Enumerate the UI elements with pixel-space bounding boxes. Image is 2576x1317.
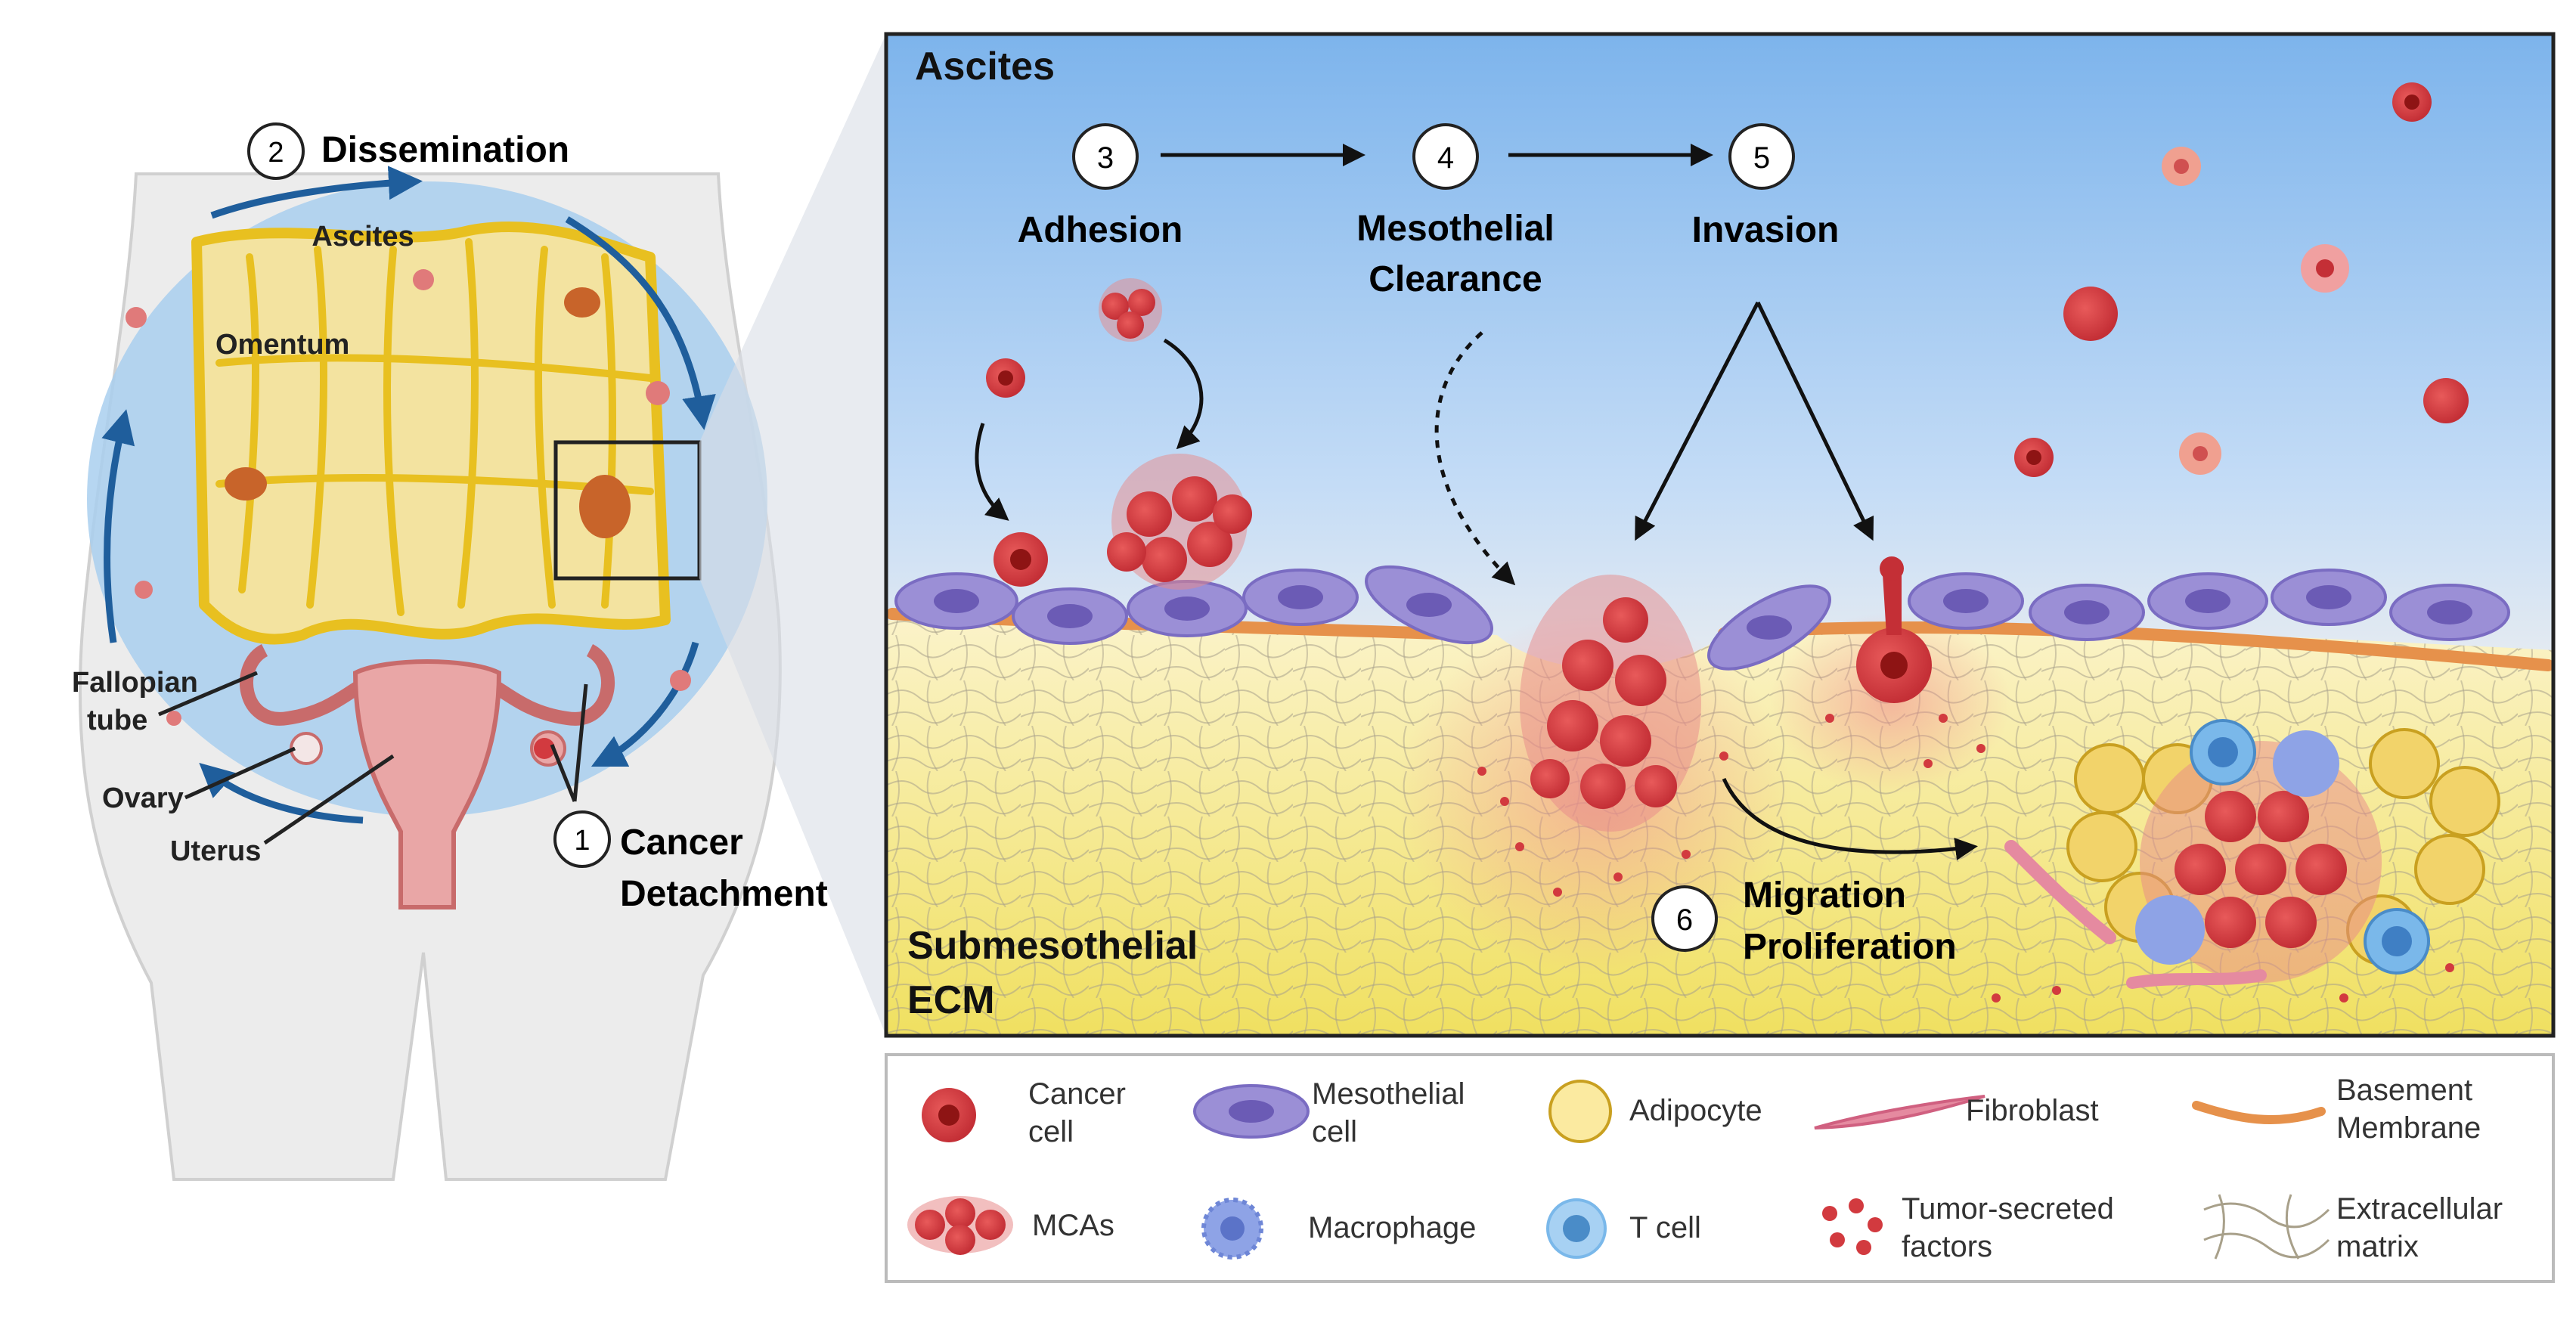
legend: Cancer cell Mesothelial cell Adipocyte F… [885, 1053, 2555, 1283]
mesothelial-cell-icon [1193, 1084, 1310, 1139]
legend-label: MCAs [1032, 1209, 1114, 1242]
step-6-label-2: Proliferation [1743, 927, 1957, 967]
legend-label: Extracellular [2336, 1192, 2503, 1226]
dissemination-arrows [101, 166, 716, 824]
legend-item-mesothelial-cell: Mesothelial cell [1193, 1077, 1465, 1148]
step-4-number: 4 [1437, 141, 1454, 175]
step-6-badge [1651, 885, 1718, 952]
ecm-label-1: Submesothelial [907, 924, 1198, 968]
legend-label: Basement [2336, 1074, 2472, 1107]
omentum-label: Omentum [215, 329, 349, 361]
step-3-label: Adhesion [1018, 210, 1183, 250]
fallopian-tube-label-1: Fallopian [72, 667, 198, 699]
omentum-vessels [215, 238, 654, 616]
legend-item-tumor-secreted-factors: Tumor-secreted factors [1822, 1192, 2114, 1263]
legend-label: cell [1028, 1115, 1074, 1148]
process-arrows [975, 144, 1978, 860]
step-3-badge [1072, 123, 1139, 190]
mcas-icon [907, 1196, 1013, 1255]
cancer-cell-icon [922, 1088, 976, 1142]
anatomy-pointers [158, 671, 588, 845]
cancer-detachment-label-2: Detachment [620, 874, 828, 914]
ovary-label: Ovary [102, 782, 184, 814]
legend-label: matrix [2336, 1230, 2419, 1263]
step-5-number: 5 [1753, 141, 1770, 175]
extracellular-matrix-icon [2203, 1194, 2330, 1260]
legend-box [885, 1053, 2555, 1283]
step-4-label-2: Clearance [1369, 259, 1542, 299]
step-4-badge [1412, 123, 1479, 190]
legend-label: Adipocyte [1629, 1094, 1762, 1127]
legend-label: T cell [1629, 1211, 1701, 1244]
fibroblast-icon [1814, 1095, 1985, 1130]
step-1-badge [553, 810, 611, 868]
legend-label: Fibroblast [1966, 1094, 2099, 1127]
legend-label: Tumor-secreted [1902, 1192, 2114, 1226]
legend-item-macrophage: Macrophage [1201, 1198, 1476, 1260]
omentum-tumor [564, 287, 600, 318]
uterus-drawing [240, 643, 615, 910]
tumor-secreted-factors-icon [1822, 1198, 1883, 1255]
omentum-tumor [225, 467, 267, 500]
step-2-badge [247, 122, 305, 180]
legend-label: Membrane [2336, 1111, 2481, 1145]
step-5-label: Invasion [1692, 210, 1840, 250]
step-3-number: 3 [1097, 141, 1114, 175]
step-6-number: 6 [1676, 903, 1693, 937]
left-panel: 2 Dissemination Ascites Omentum Fallopia… [72, 34, 886, 1181]
legend-item-adipocyte: Adipocyte [1548, 1080, 1762, 1143]
step-5-badge [1728, 123, 1795, 190]
omentum-tumor [579, 475, 631, 538]
mesothelial-layer [894, 565, 2510, 671]
cancer-cells [986, 82, 2469, 832]
adipocyte-icon [1548, 1080, 1612, 1143]
main-ascites-label: Ascites [915, 45, 1055, 88]
basement-membrane-icon [2192, 1101, 2326, 1124]
step-1-number: 1 [574, 825, 590, 857]
invasion-glow [1769, 612, 2011, 794]
legend-item-basement-membrane: Basement Membrane [2192, 1074, 2481, 1145]
step-6-label-1: Migration [1743, 875, 1906, 916]
macrophage-icon [1201, 1198, 1263, 1260]
legend-label: cell [1312, 1115, 1357, 1148]
metastasis-niche [2004, 719, 2500, 989]
ascites-cells [126, 269, 691, 726]
legend-label: factors [1902, 1230, 1992, 1263]
main-panel-border [884, 32, 2556, 1038]
legend-item-mcas: MCAs [907, 1196, 1114, 1255]
legend-label: Mesothelial [1312, 1077, 1465, 1111]
fallopian-tube-label-2: tube [87, 705, 147, 736]
uterus-label: Uterus [170, 835, 261, 867]
ecm-label-2: ECM [907, 978, 995, 1022]
step-2-number: 2 [268, 137, 284, 169]
t-cell-icon [1546, 1198, 1607, 1259]
legend-item-fibroblast: Fibroblast [1814, 1094, 2099, 1130]
legend-item-extracellular-matrix: Extracellular matrix [2203, 1192, 2503, 1263]
zoom-projection [699, 34, 886, 1036]
legend-item-cancer-cell: Cancer cell [922, 1077, 1126, 1148]
step-4-label-1: Mesothelial [1356, 209, 1554, 249]
dissemination-label: Dissemination [321, 130, 569, 170]
legend-item-t-cell: T cell [1546, 1198, 1701, 1259]
main-panel: Ascites 3 Adhesion 4 Mesothelial Clearan… [884, 32, 2556, 1038]
legend-label: Cancer [1028, 1077, 1126, 1111]
tumor-factors [1477, 714, 2454, 1002]
cancer-detachment-label-1: Cancer [620, 823, 743, 863]
left-ascites-label: Ascites [312, 221, 414, 253]
legend-label: Macrophage [1308, 1211, 1476, 1244]
